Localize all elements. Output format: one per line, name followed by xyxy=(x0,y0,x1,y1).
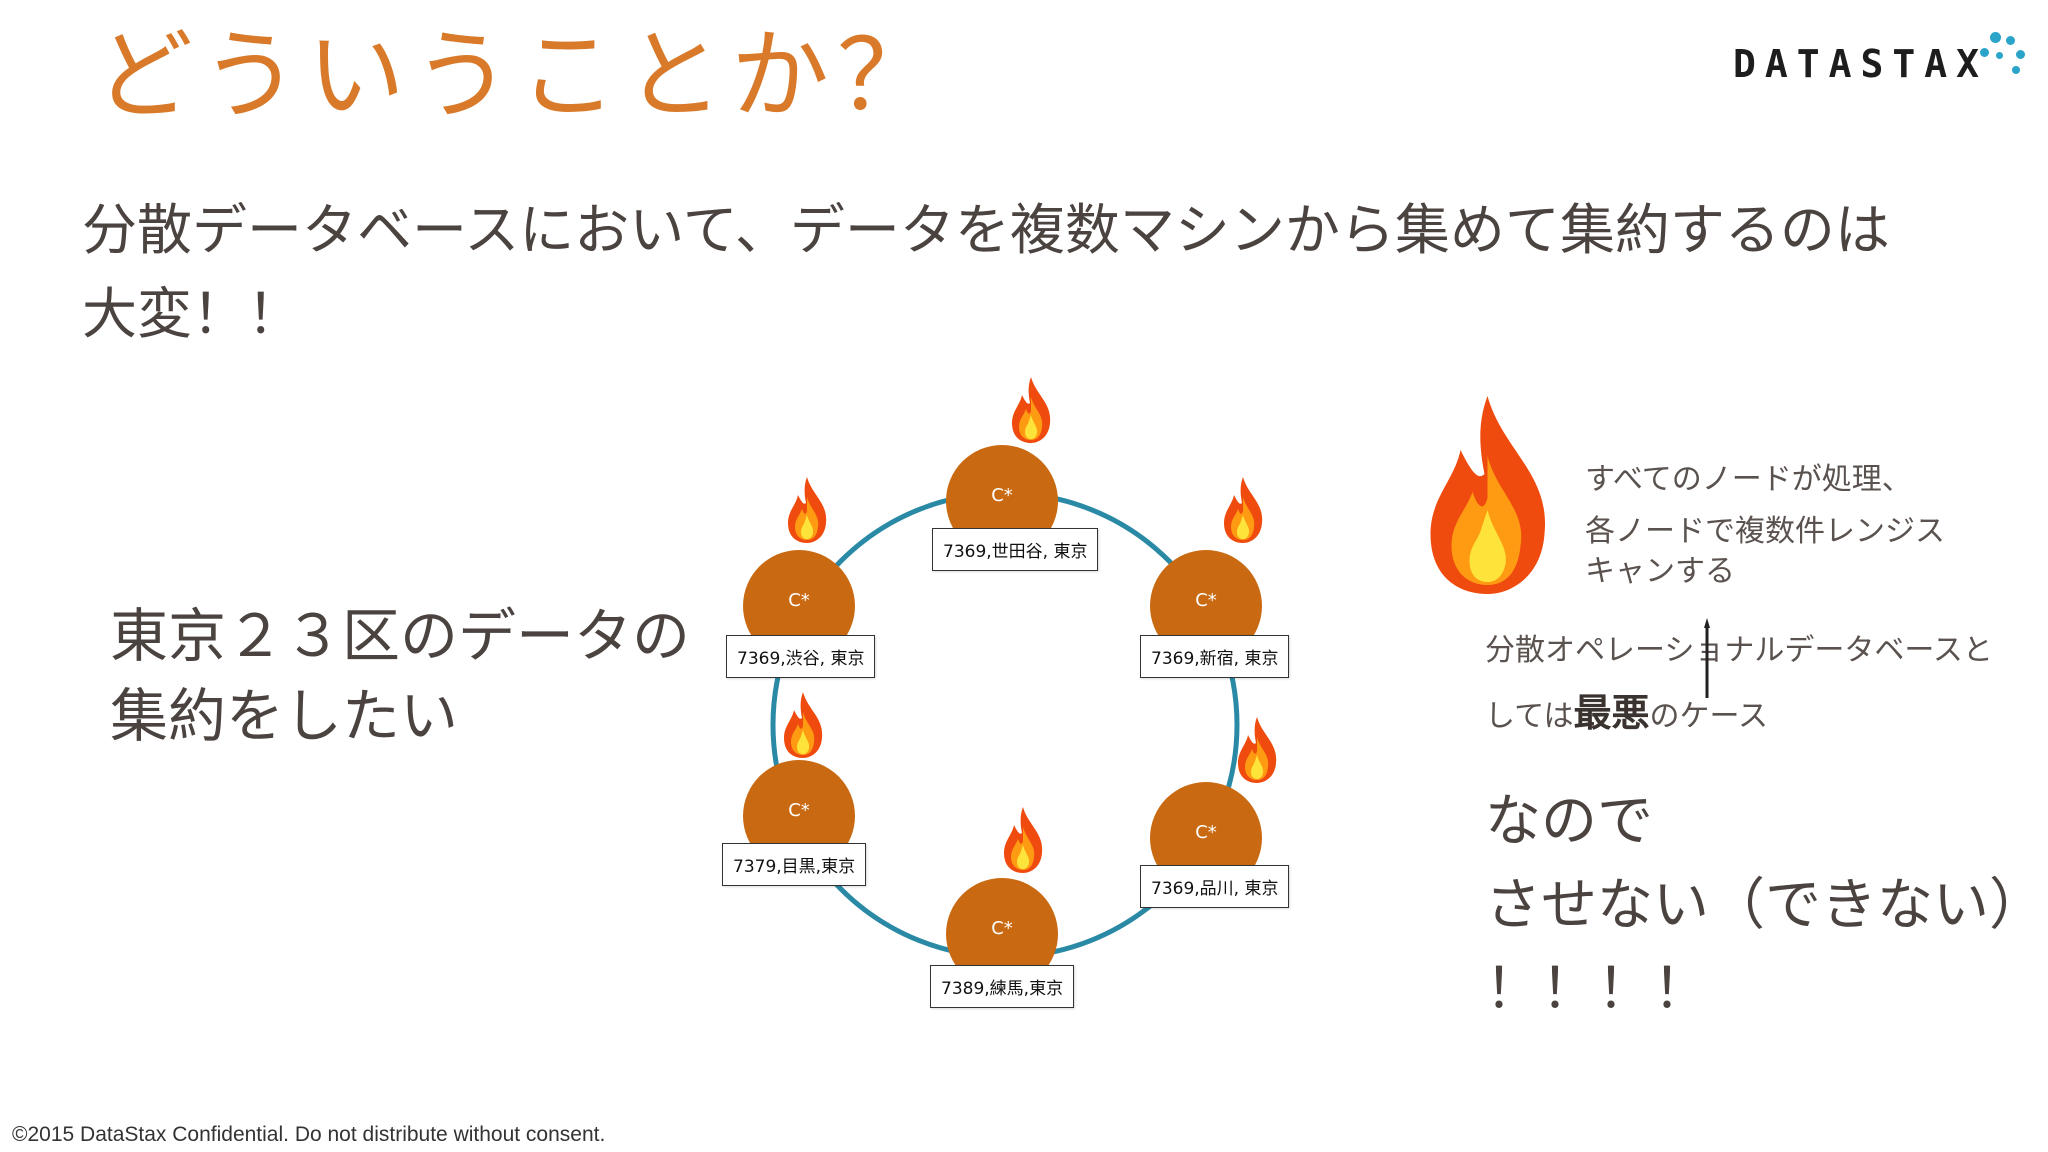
node-label: C* xyxy=(991,918,1013,939)
node-label: C* xyxy=(1195,590,1217,611)
node-data-box: 7379,目黒,東京 xyxy=(722,843,867,886)
left-caption-line-1: 東京２３区のデータの xyxy=(110,602,691,670)
fire-note: すべてのノードが処理、 各ノードで複数件レンジス キャンする xyxy=(1585,460,1945,592)
worst-prefix: しては xyxy=(1485,699,1574,734)
subtitle-line-2: 大変！！ xyxy=(82,282,303,346)
worst-case-note: 分散オペレーショナルデータベースと しては最悪のケース xyxy=(1485,620,1993,748)
node-label: C* xyxy=(991,485,1013,506)
logo-dots-icon xyxy=(1968,30,2028,90)
node-data-box: 7389,練馬,東京 xyxy=(930,965,1075,1008)
fire-icon xyxy=(1224,477,1263,543)
conclusion-line-3: ！！！！ xyxy=(1485,957,1709,1022)
fire-icon xyxy=(788,477,827,543)
fire-note-line-3: キャンする xyxy=(1585,554,1735,589)
conclusion-line-2: させない（できない） xyxy=(1485,873,2045,938)
subtitle-line-1: 分散データベースにおいて、データを複数マシンから集めて集約するのは xyxy=(82,198,1890,262)
right-notes: すべてのノードが処理、 各ノードで複数件レンジス キャンする 分散オペレーショナ… xyxy=(1410,390,2045,1030)
fire-note-line-2: 各ノードで複数件レンジス xyxy=(1585,514,1945,549)
worst-bold: 最悪 xyxy=(1573,691,1650,735)
conclusion-text: なので させない（できない） ！！！！ xyxy=(1485,780,2045,1032)
node-label: C* xyxy=(788,590,810,611)
datastax-logo: DATASTAX xyxy=(1733,30,2028,90)
fire-note-line-1: すべてのノードが処理、 xyxy=(1585,462,1912,497)
fire-icon xyxy=(784,692,823,758)
big-fire-icon xyxy=(1430,396,1546,594)
fire-icon xyxy=(1238,717,1277,783)
worst-suffix: のケース xyxy=(1649,699,1769,734)
fire-icon xyxy=(1012,377,1051,443)
logo-text: DATASTAX xyxy=(1733,42,1989,86)
left-caption-line-2: 集約をしたい xyxy=(110,682,459,750)
fire-icon xyxy=(1004,807,1043,873)
node-label: C* xyxy=(788,800,810,821)
worst-note-line-1: 分散オペレーショナルデータベースと xyxy=(1485,633,1993,668)
cluster-ring-diagram: C* 7369,世田谷, 東京 C* 7369,新宿, 東京 C* 7369,品… xyxy=(700,360,1380,1040)
worst-note-line-2: しては最悪のケース xyxy=(1485,682,1993,748)
footer-copyright: ©2015 DataStax Confidential. Do not dist… xyxy=(12,1123,606,1146)
left-caption: 東京２３区のデータの 集約をしたい xyxy=(110,596,690,756)
conclusion-line-1: なので xyxy=(1485,789,1653,854)
slide-subtitle: 分散データベースにおいて、データを複数マシンから集めて集約するのは 大変！！ xyxy=(82,188,2002,356)
arrow-up-icon xyxy=(1704,618,1710,698)
node-label: C* xyxy=(1195,822,1217,843)
node-data-box: 7369,渋谷, 東京 xyxy=(726,635,876,678)
node-data-box: 7369,世田谷, 東京 xyxy=(932,528,1099,571)
slide-title: どういうことか？ xyxy=(95,19,944,133)
node-data-box: 7369,新宿, 東京 xyxy=(1140,635,1290,678)
node-data-box: 7369,品川, 東京 xyxy=(1140,865,1290,908)
